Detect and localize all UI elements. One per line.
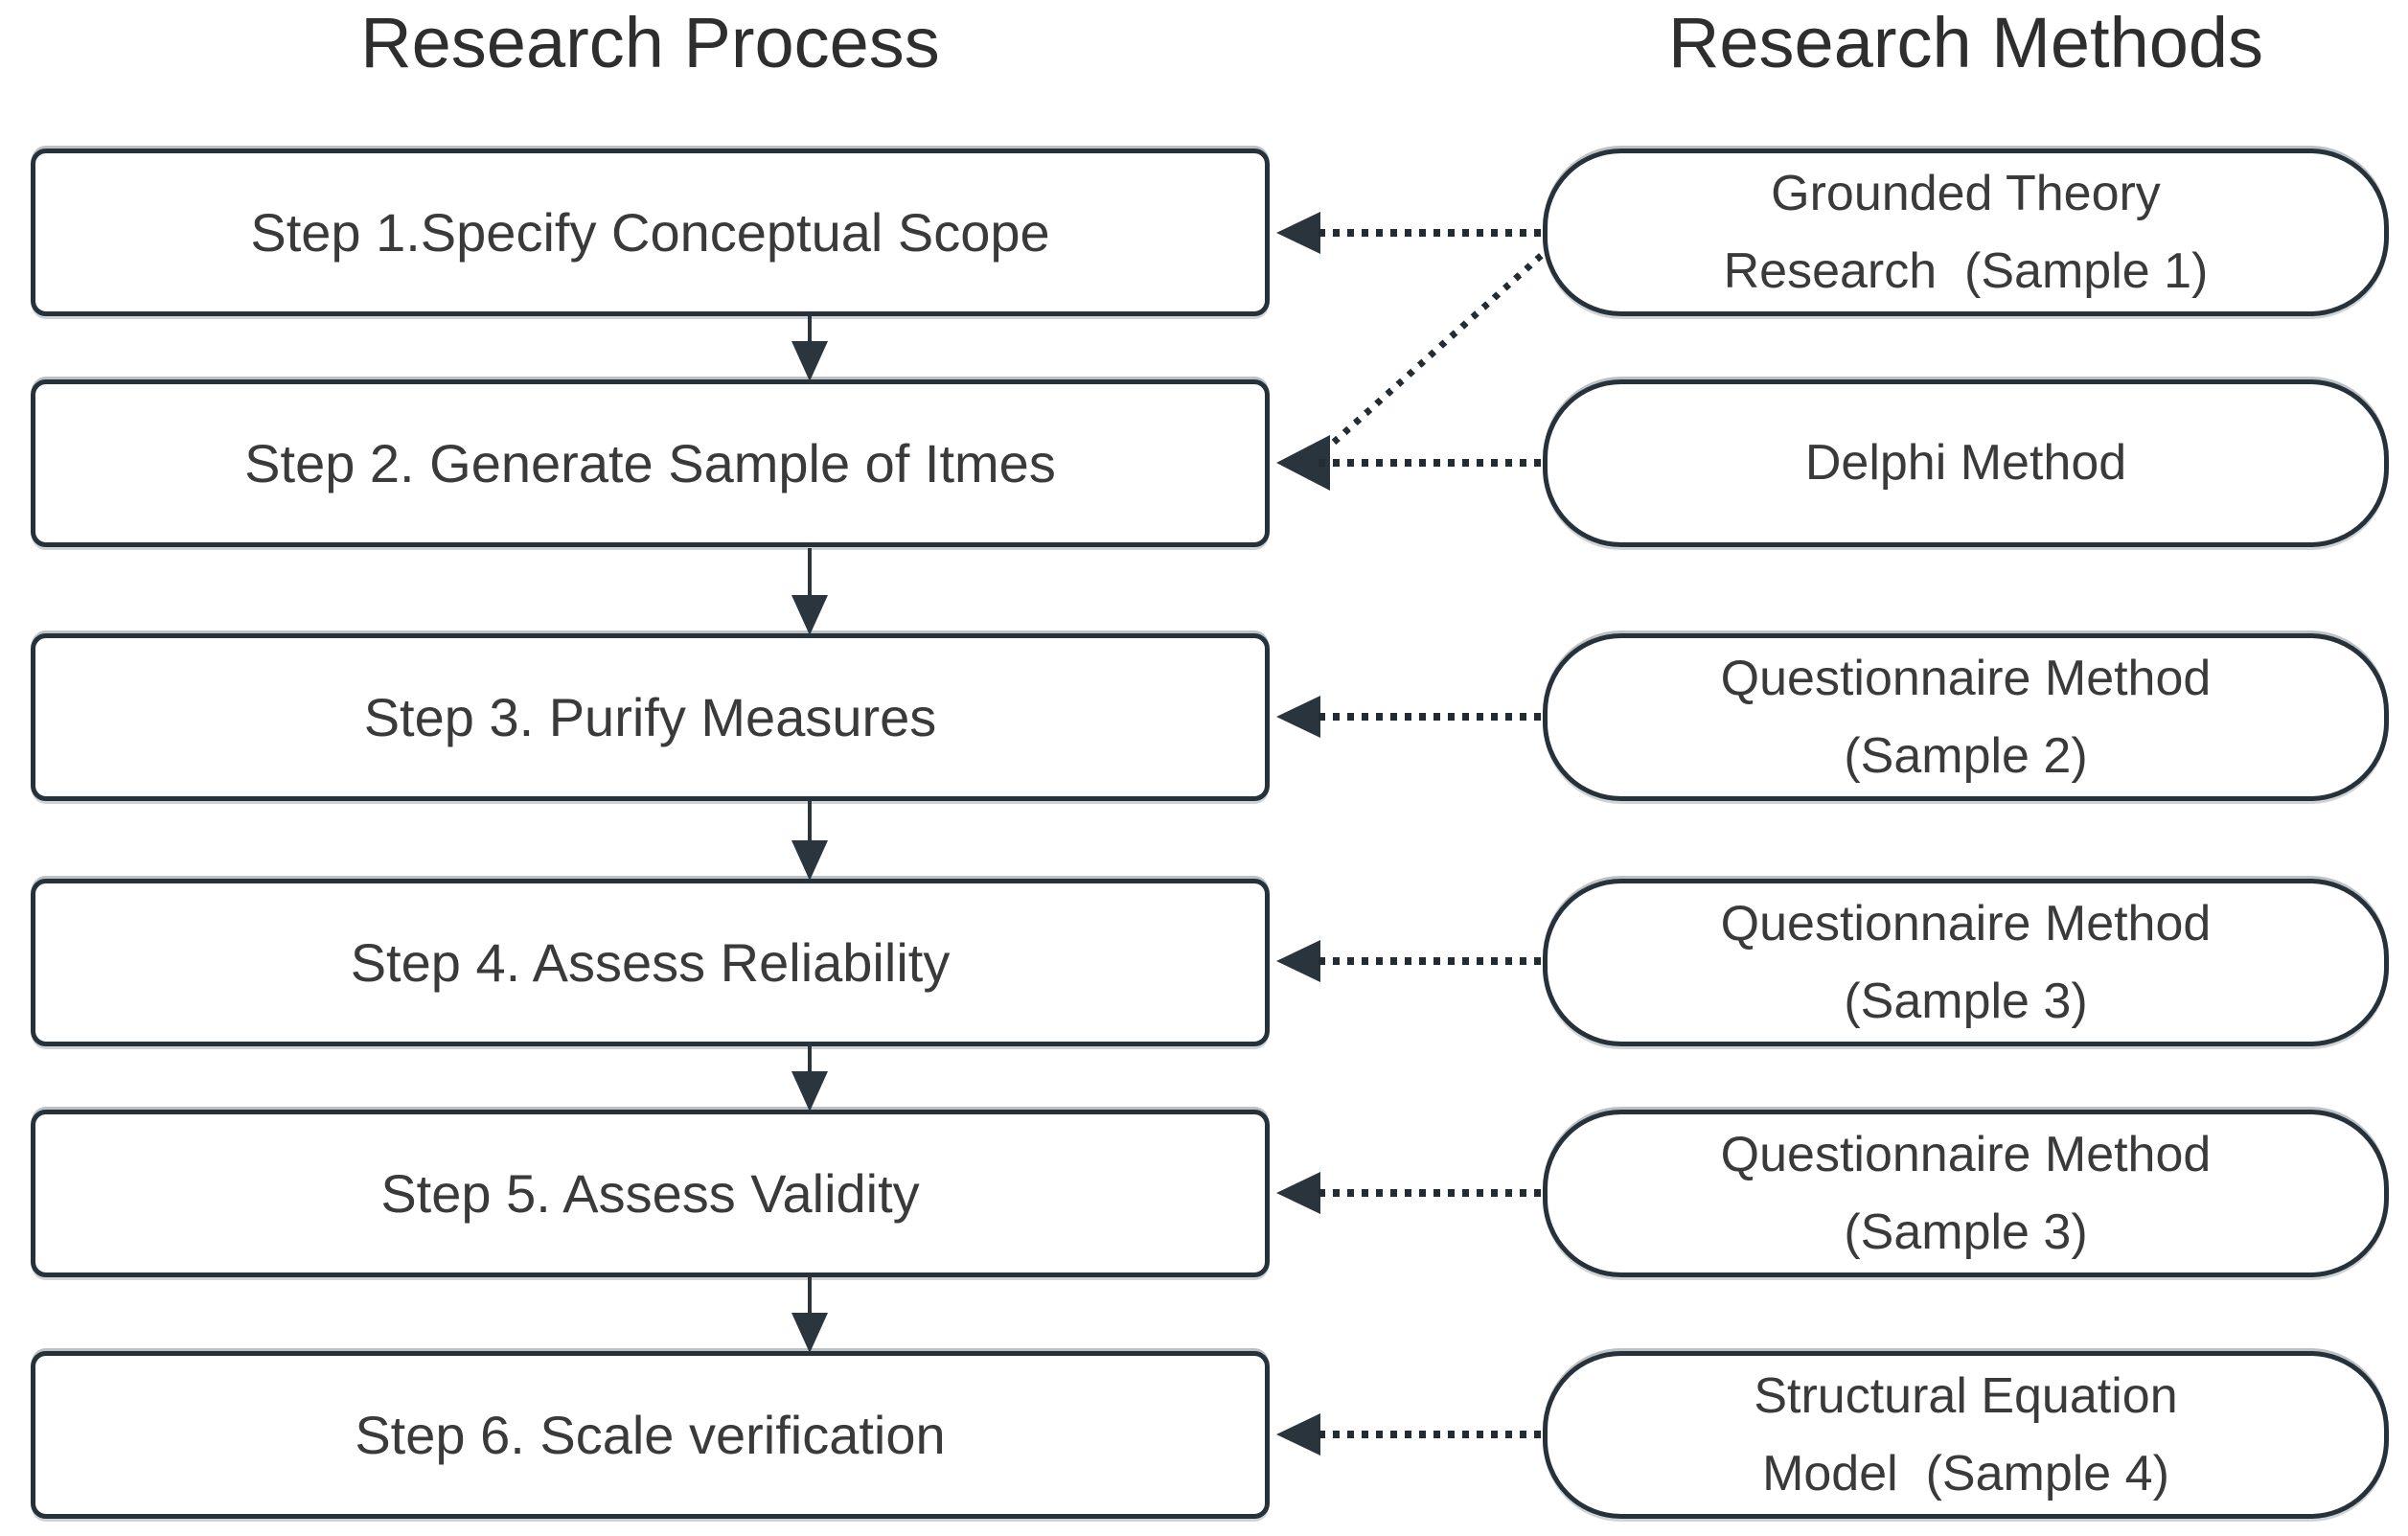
arrow-left-icon — [1276, 940, 1320, 982]
dotted-connector-questionnaire3a-step4 — [1276, 940, 1543, 982]
step-6-label: Step 6. Scale verification — [355, 1405, 946, 1465]
step-4-label: Step 4. Assess Reliability — [350, 932, 951, 993]
dotted-connector-grounded-theory-step2 — [1331, 249, 1548, 446]
step-2-box: Step 2. Generate Sample of Itmes — [31, 379, 1270, 547]
flow-arrow-stem — [808, 548, 812, 599]
dotted-line — [1319, 713, 1543, 721]
flow-arrow-stem — [808, 1043, 812, 1075]
flow-arrow-step4-step5 — [791, 1043, 829, 1112]
flow-arrow-stem — [808, 1277, 812, 1317]
left-column-title: Research Process — [360, 3, 940, 82]
step-6-box: Step 6. Scale verification — [31, 1351, 1270, 1519]
arrow-left-icon — [1276, 212, 1320, 254]
method-questionnaire-sample3b-label: Questionnaire Method (Sample 3) — [1720, 1126, 2212, 1260]
flow-arrow-stem — [808, 801, 812, 844]
dotted-connector-grounded-theory-step1 — [1276, 212, 1543, 254]
method-grounded-theory-box: Grounded Theory Research (Sample 1) — [1543, 149, 2389, 316]
dotted-connector-structural-equation-step6 — [1276, 1413, 1543, 1456]
method-questionnaire-sample3a-label: Questionnaire Method (Sample 3) — [1720, 895, 2212, 1029]
flow-arrow-step5-step6 — [791, 1277, 829, 1353]
method-structural-equation-box: Structural Equation Model (Sample 4) — [1543, 1351, 2389, 1519]
dotted-connector-questionnaire3b-step5 — [1276, 1172, 1543, 1214]
flow-arrow-stem — [808, 316, 812, 345]
method-structural-equation-label: Structural Equation Model (Sample 4) — [1754, 1367, 2178, 1502]
step-3-label: Step 3. Purify Measures — [363, 687, 937, 747]
flow-arrow-step1-step2 — [791, 316, 829, 381]
method-questionnaire-sample3b-box: Questionnaire Method (Sample 3) — [1543, 1110, 2389, 1277]
arrow-down-icon — [791, 341, 828, 381]
dotted-line — [1319, 459, 1543, 467]
arrow-down-icon — [791, 595, 828, 635]
dotted-line — [1319, 1431, 1543, 1438]
dotted-line — [1319, 1189, 1543, 1197]
method-questionnaire-sample2-box: Questionnaire Method (Sample 2) — [1543, 633, 2389, 801]
right-column-title: Research Methods — [1667, 3, 2264, 82]
dotted-line — [1319, 957, 1543, 965]
method-questionnaire-sample2-label: Questionnaire Method (Sample 2) — [1720, 650, 2212, 784]
method-delphi-label: Delphi Method — [1804, 435, 2127, 492]
arrow-left-icon — [1276, 696, 1320, 738]
step-1-box: Step 1.Specify Conceptual Scope — [31, 149, 1270, 316]
dotted-connector-questionnaire2-step3 — [1276, 696, 1543, 738]
step-3-box: Step 3. Purify Measures — [31, 633, 1270, 801]
step-5-label: Step 5. Assess Validity — [380, 1163, 920, 1224]
arrow-down-icon — [791, 1313, 828, 1353]
arrow-left-icon — [1276, 1172, 1320, 1214]
step-5-box: Step 5. Assess Validity — [31, 1110, 1270, 1277]
flow-arrow-step2-step3 — [791, 548, 829, 635]
method-grounded-theory-label: Grounded Theory Research (Sample 1) — [1723, 165, 2209, 299]
step-4-box: Step 4. Assess Reliability — [31, 879, 1270, 1046]
method-delphi-box: Delphi Method — [1543, 379, 2389, 547]
arrow-down-icon — [791, 840, 828, 881]
arrow-left-icon — [1276, 1413, 1320, 1456]
dotted-line — [1319, 229, 1543, 237]
flow-arrow-step3-step4 — [791, 801, 829, 881]
method-questionnaire-sample3a-box: Questionnaire Method (Sample 3) — [1543, 879, 2389, 1046]
step-2-label: Step 2. Generate Sample of Itmes — [244, 433, 1056, 493]
step-1-label: Step 1.Specify Conceptual Scope — [250, 202, 1050, 263]
arrow-down-icon — [791, 1071, 828, 1112]
dotted-connector-delphi-step2 — [1276, 435, 1543, 491]
